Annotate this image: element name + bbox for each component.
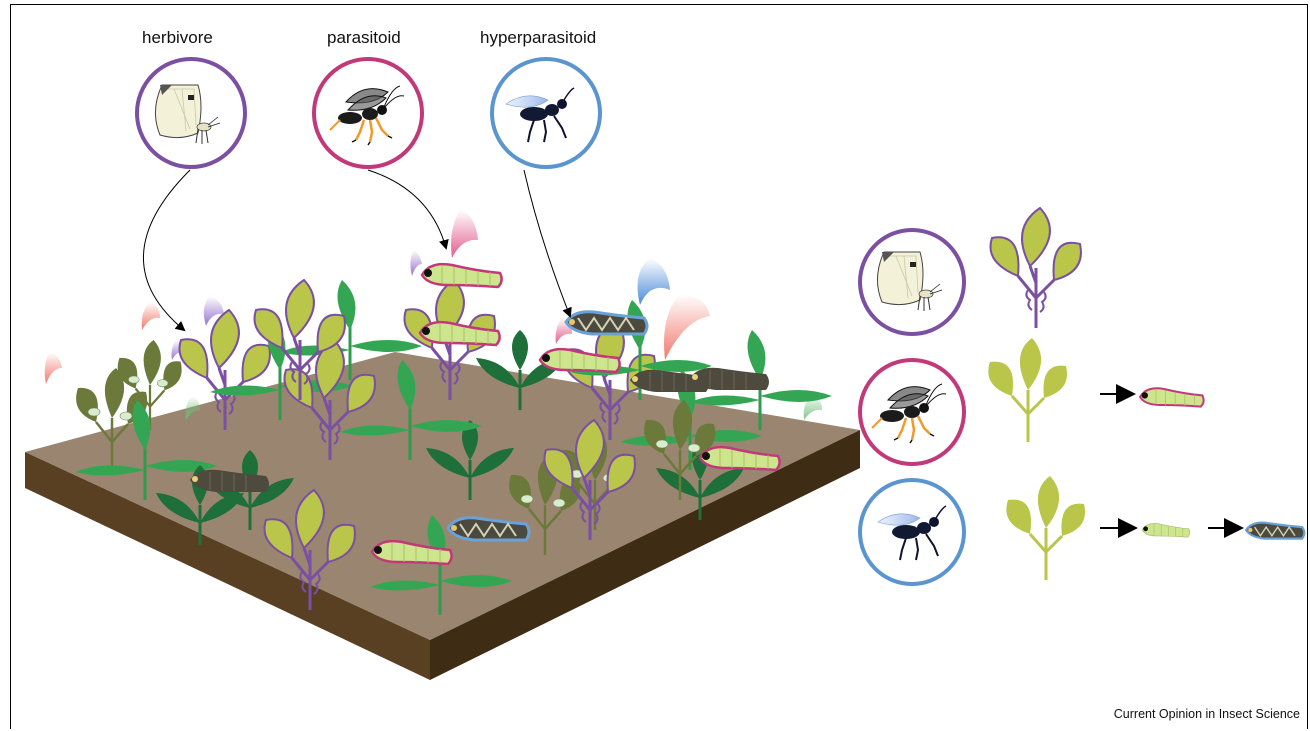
- legend-parasitoid-row: [860, 338, 1204, 464]
- legend-herbivore-row: [860, 208, 1081, 334]
- herbivore-circle: [137, 59, 245, 167]
- hyperparasitoid-circle: [492, 59, 600, 167]
- legend-hyperparasitoid-row: [860, 476, 1304, 584]
- parasitoid-circle: [314, 59, 422, 167]
